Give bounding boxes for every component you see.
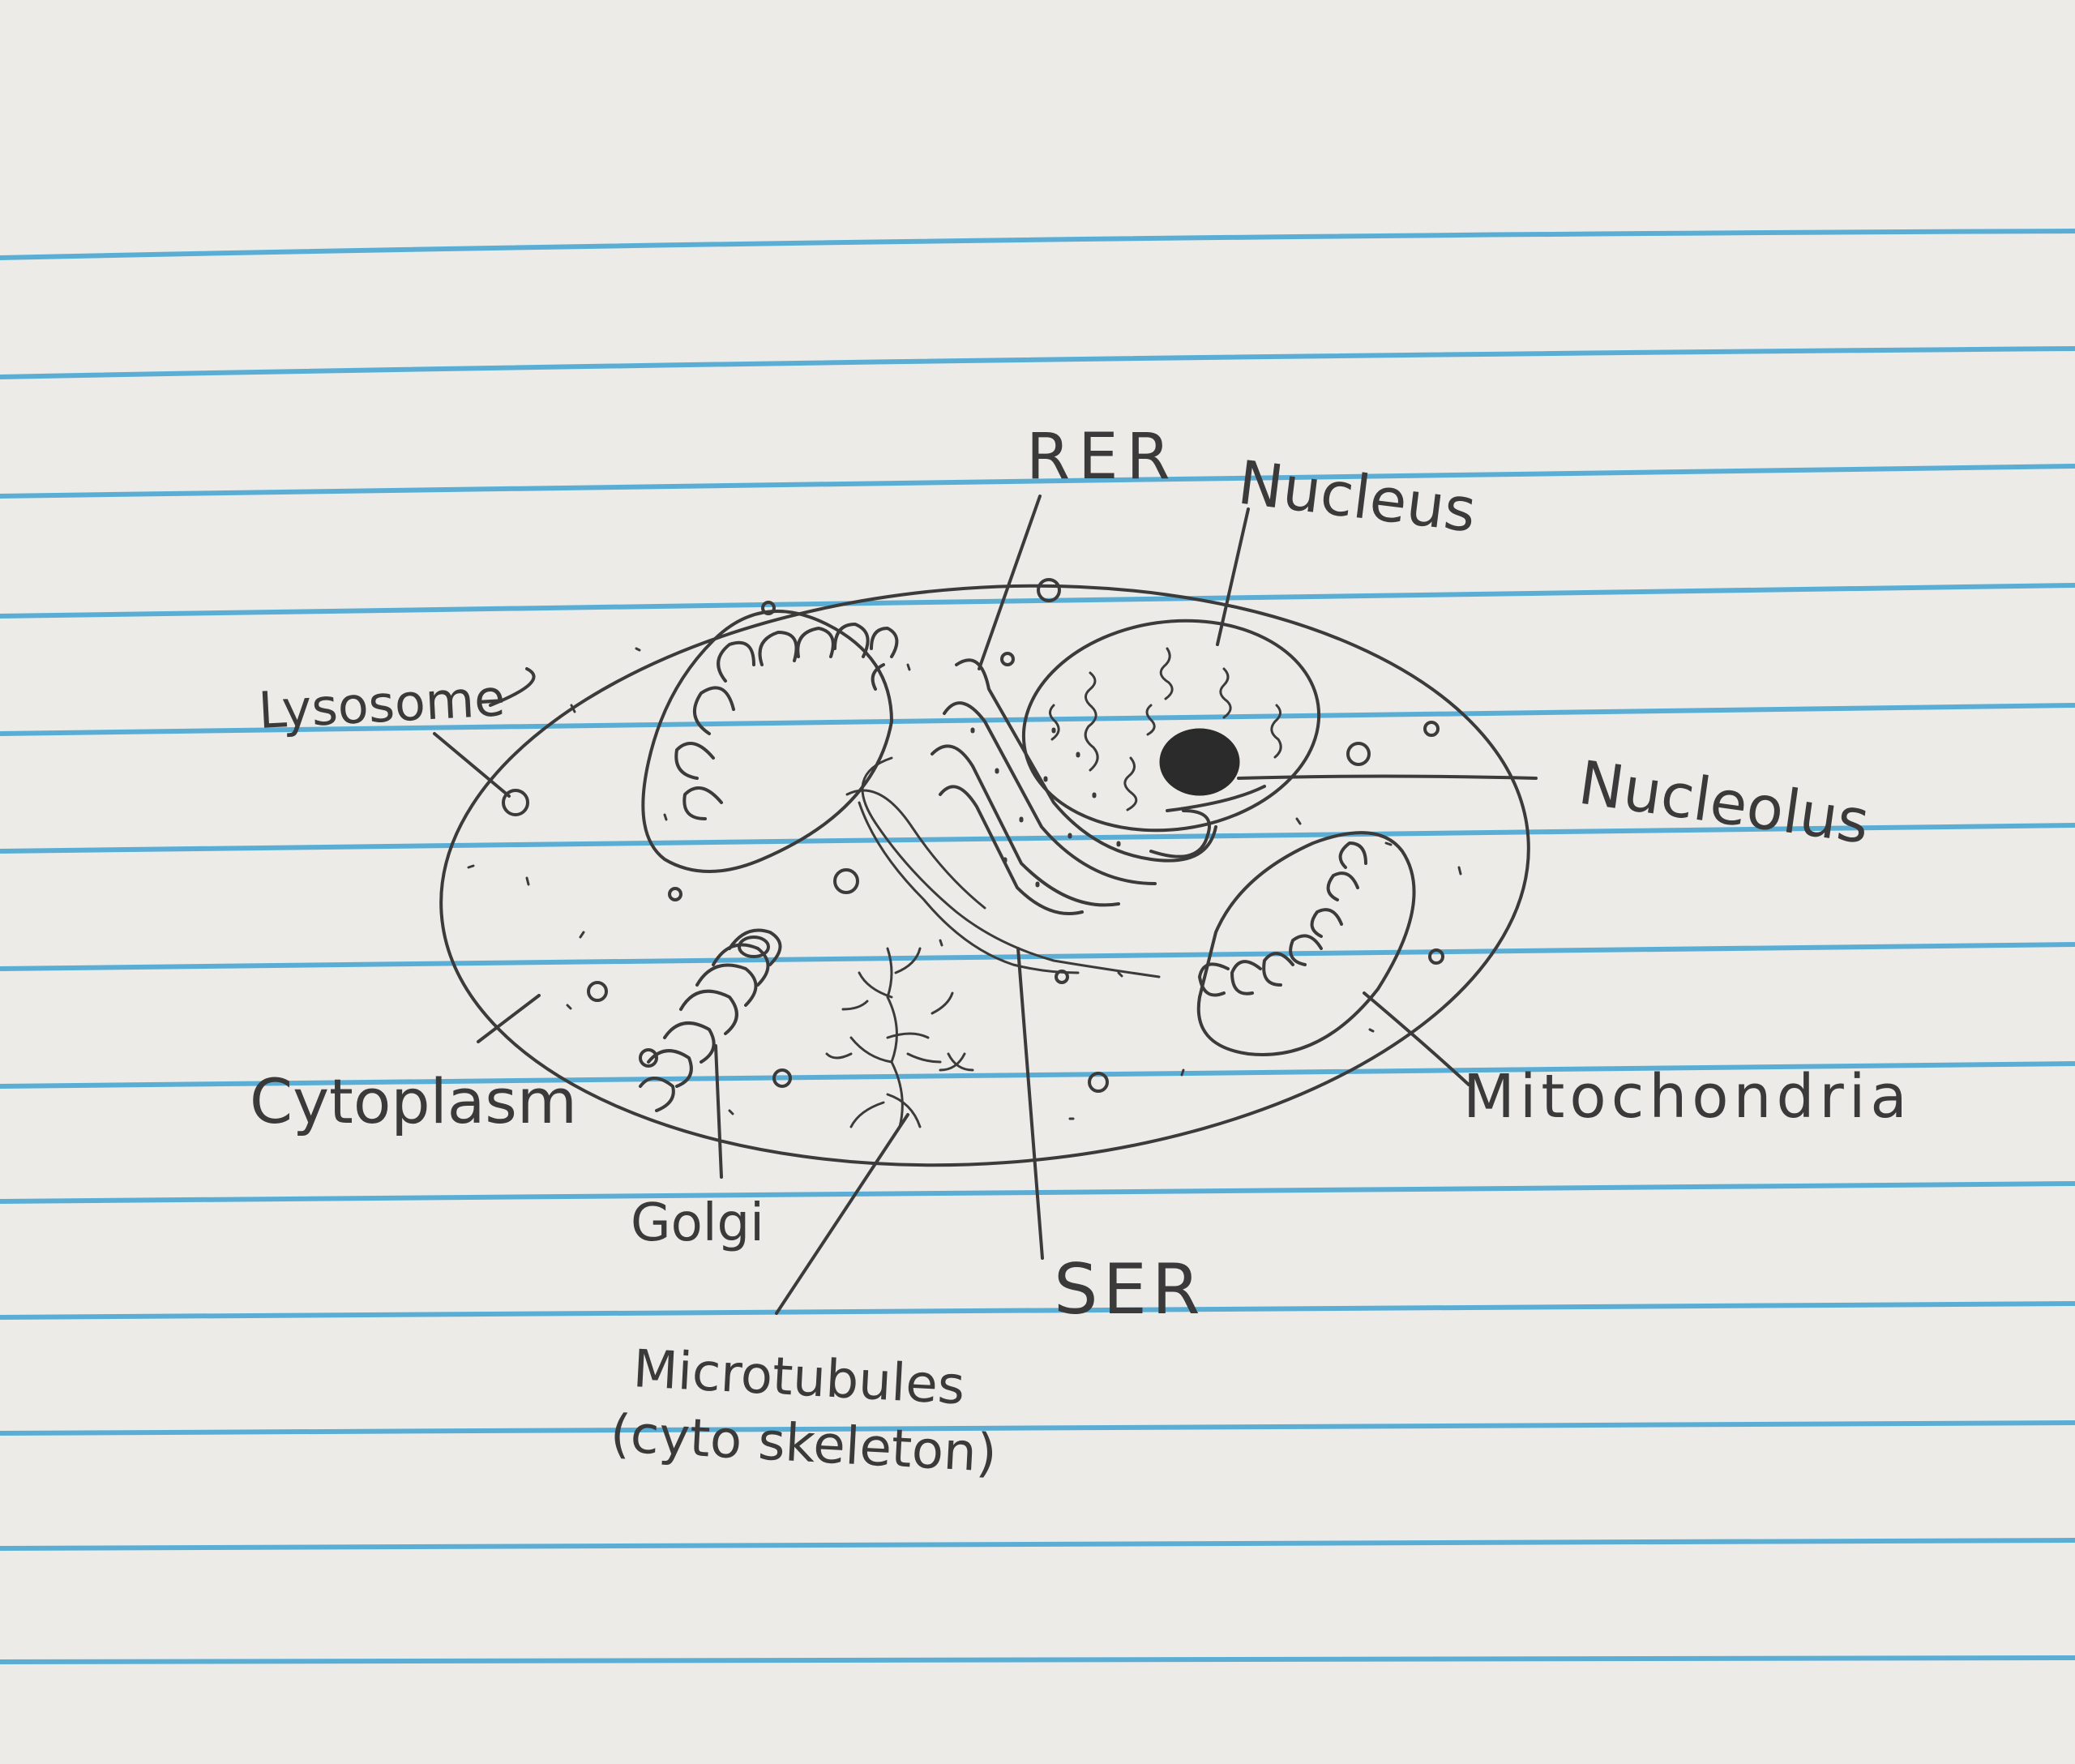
smooth-endoplasmic-reticulum [845, 756, 1161, 978]
rule-line [0, 942, 2075, 971]
mitochondrion-lower [1196, 831, 1416, 1056]
vesicles [502, 578, 1444, 1093]
leader-mitochondria [1363, 991, 1470, 1086]
outer-membrane [1196, 831, 1416, 1056]
cristae [674, 742, 723, 820]
leader-cytoplasm [477, 994, 541, 1043]
leader-nucleus [1216, 507, 1250, 646]
rule-line [0, 583, 2075, 619]
label-rer: RER [1026, 421, 1179, 494]
rule-line [0, 703, 2075, 736]
cristae [1198, 841, 1367, 997]
label-mitochondria: Mitochondria [1463, 1062, 1912, 1132]
rule-line [0, 229, 2075, 260]
leader-ser [1016, 947, 1044, 1260]
leader-lines [433, 495, 1538, 1315]
cristae [693, 623, 899, 735]
nucleolus [1159, 728, 1240, 796]
ribosome-dots [970, 727, 1121, 888]
label-golgi: Golgi [631, 1193, 764, 1253]
label-nucleus: Nucleus [1234, 448, 1480, 546]
rule-line [0, 464, 2075, 499]
chromatin [1270, 704, 1282, 759]
label-lysosome: Lysosome [257, 668, 507, 740]
label-cytoskeleton: (cyto skeleton) [609, 1404, 998, 1484]
chromatin [1159, 647, 1174, 700]
chromatin [1084, 671, 1099, 772]
microtubules [825, 947, 974, 1128]
leader-lysosome [433, 732, 511, 798]
mitochondrion-upper [641, 610, 899, 873]
label-nucleolus: Nucleolus [1574, 748, 1873, 858]
leader-lysosome-top [489, 667, 536, 707]
label-ser: SER [1054, 1249, 1205, 1330]
cytoplasm-speckles [467, 647, 1462, 1120]
chromatin [1219, 667, 1232, 719]
leader-microtubules [775, 1113, 909, 1315]
chromatin [1123, 756, 1138, 811]
label-microtubules: Microtubules [631, 1339, 966, 1416]
nucleus [1021, 619, 1321, 833]
rule-line [0, 1061, 2075, 1089]
lysosome [502, 789, 529, 816]
leader-golgi [714, 1044, 723, 1179]
chromatin [1145, 704, 1156, 736]
rule-line [0, 346, 2075, 379]
chromatin [1049, 704, 1060, 741]
outer-membrane [641, 610, 893, 873]
cell-membrane [439, 584, 1530, 1167]
rule-line [0, 1301, 2075, 1320]
rule-line [0, 1655, 2075, 1664]
rule-line [0, 1538, 2075, 1551]
nuclear-envelope [1021, 619, 1321, 833]
rule-line [0, 1420, 2075, 1436]
leader-rer [978, 495, 1042, 670]
golgi-apparatus [639, 928, 782, 1112]
leader-nucleolus [1237, 774, 1538, 780]
rule-line [0, 823, 2075, 854]
labels: RER Nucleus Lysosome Nucleolus Cytoplasm… [250, 421, 1912, 1484]
ruled-lines [0, 229, 2075, 1664]
label-cytoplasm: Cytoplasm [250, 1065, 577, 1137]
